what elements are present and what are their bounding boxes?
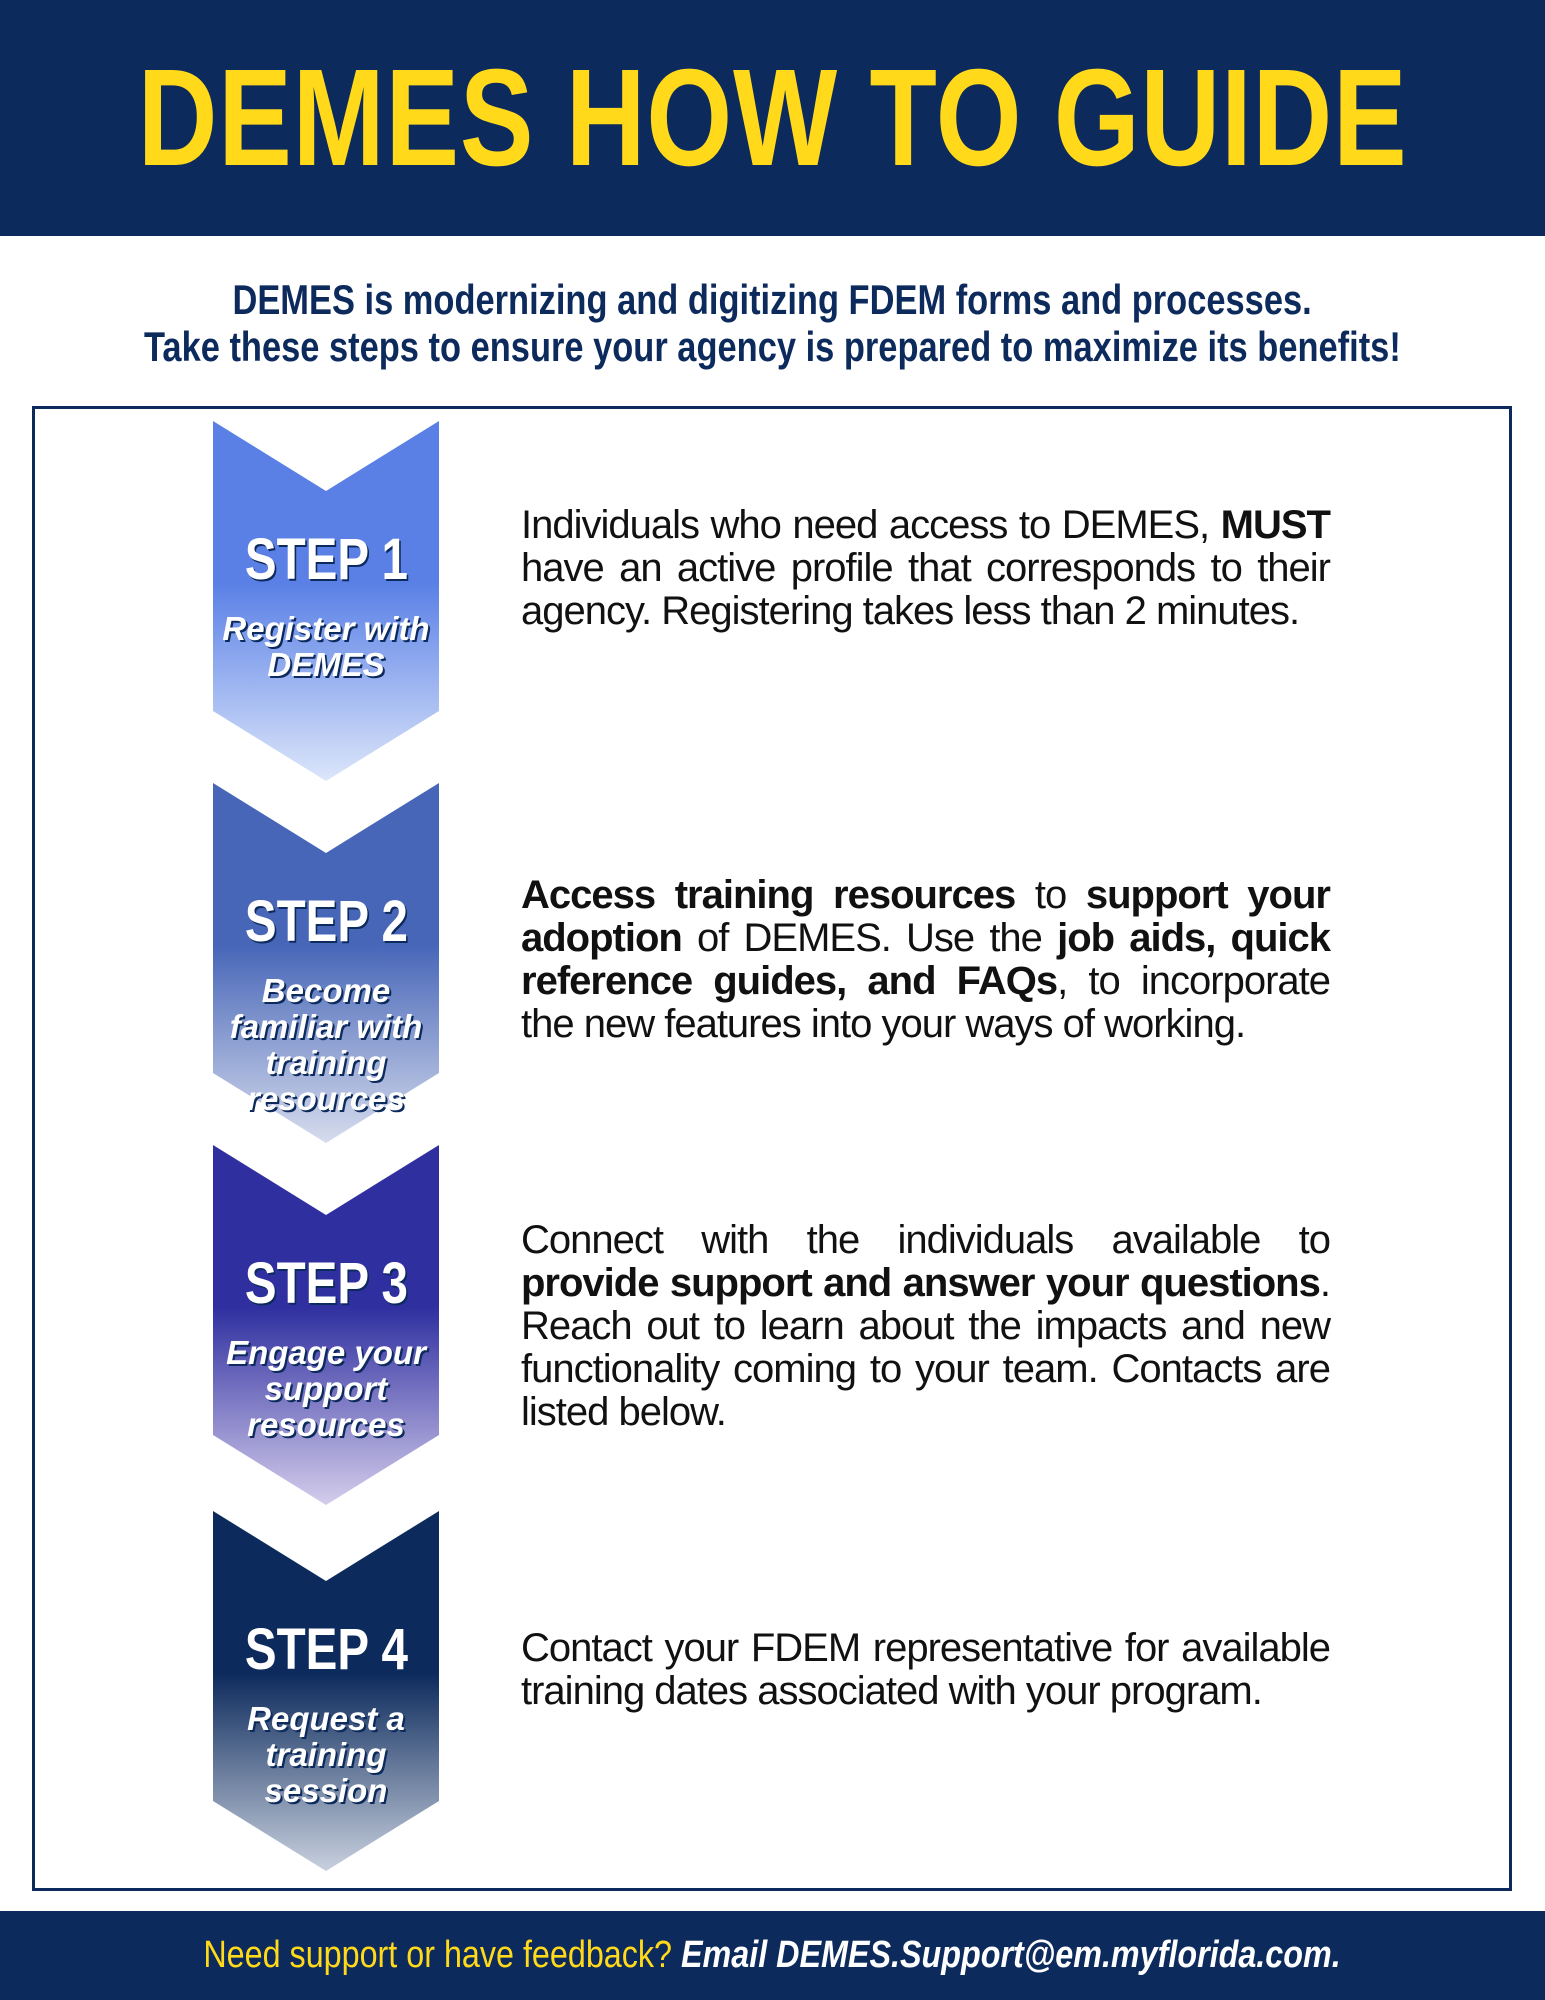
step-1-chevron: STEP 1 Register with DEMES xyxy=(213,421,439,781)
header-banner: DEMES HOW TO GUIDE xyxy=(0,0,1545,236)
body-text: of DEMES. Use the xyxy=(681,916,1058,960)
support-email-link[interactable]: Email DEMES.Support@em.myflorida.com. xyxy=(681,1934,1342,1976)
step-description: Engage your support resources xyxy=(226,1334,426,1443)
step-label-text: STEP 3 xyxy=(244,1251,408,1316)
step-3-chevron: STEP 3 Engage your support resources xyxy=(213,1145,439,1505)
page-title: DEMES HOW TO GUIDE xyxy=(137,40,1408,195)
body-text: Connect with the individuals available t… xyxy=(521,1218,1331,1262)
step-description: Request a training session xyxy=(247,1700,405,1809)
step-4-chevron: STEP 4 Request a training session xyxy=(213,1511,439,1871)
chevron-arrow-icon xyxy=(213,783,439,1143)
step-label: STEP 2 xyxy=(213,888,439,955)
footer-prompt: Need support or have feedback? xyxy=(203,1934,682,1976)
body-text: have an active profile that corresponds … xyxy=(521,546,1331,633)
step-description: Become familiar with training resources xyxy=(229,972,423,1117)
step-4-text: Contact your FDEM representative for ava… xyxy=(521,1626,1331,1713)
body-text: Contact your FDEM representative for ava… xyxy=(521,1626,1331,1713)
footer-banner: Need support or have feedback? Email DEM… xyxy=(0,1911,1545,2000)
chevron-arrow-icon xyxy=(213,1145,439,1505)
emphasis-text: Access training resources xyxy=(521,873,1016,917)
step-label-text: STEP 1 xyxy=(244,527,408,592)
step-label: STEP 1 xyxy=(213,526,439,593)
step-label-text: STEP 2 xyxy=(244,889,408,954)
intro-line-2: Take these steps to ensure your agency i… xyxy=(0,323,1545,371)
step-label: STEP 4 xyxy=(213,1616,439,1683)
emphasis-text: support your adoption xyxy=(521,873,1331,960)
step-1-text: Individuals who need access to DEMES, MU… xyxy=(521,503,1331,633)
body-text: to xyxy=(1015,873,1086,917)
intro-line-1: DEMES is modernizing and digitizing FDEM… xyxy=(0,276,1545,324)
step-2-chevron: STEP 2 Become familiar with training res… xyxy=(213,783,439,1143)
body-text: , to incorporate the new features into y… xyxy=(521,959,1331,1046)
step-description: Register with DEMES xyxy=(222,610,430,683)
body-text: . Reach out to learn about the impacts a… xyxy=(521,1261,1331,1434)
step-label: STEP 3 xyxy=(213,1250,439,1317)
emphasis-text: provide support and answer your question… xyxy=(521,1261,1321,1305)
chevron-arrow-icon xyxy=(213,421,439,781)
steps-panel xyxy=(32,406,1512,1891)
body-text: Individuals who need access to DEMES, xyxy=(521,503,1221,547)
emphasis-text: MUST xyxy=(1220,503,1331,547)
chevron-arrow-icon xyxy=(213,1511,439,1871)
step-2-text: Access training resources to support you… xyxy=(521,873,1331,1046)
intro-line-1-text: DEMES is modernizing and digitizing FDEM… xyxy=(232,276,1313,323)
intro-line-2-text: Take these steps to ensure your agency i… xyxy=(144,323,1401,370)
step-3-text: Connect with the individuals available t… xyxy=(521,1218,1331,1434)
emphasis-text: job aids, quick reference guides, and FA… xyxy=(521,916,1331,1003)
step-label-text: STEP 4 xyxy=(244,1617,408,1682)
